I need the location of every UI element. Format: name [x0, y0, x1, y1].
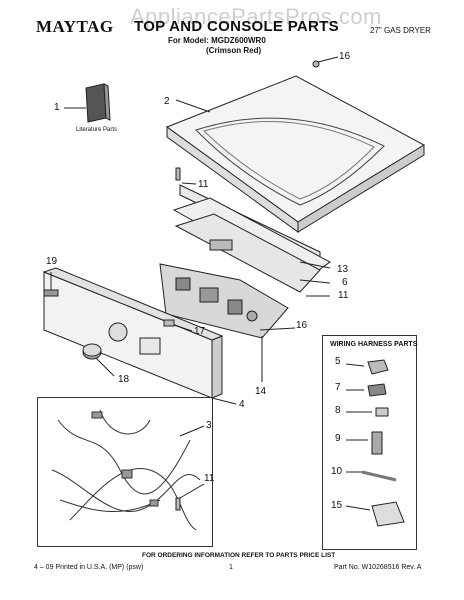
harness-frame — [37, 397, 213, 547]
callout-8: 8 — [335, 405, 341, 416]
callout-2: 2 — [164, 96, 170, 107]
callout-7: 7 — [335, 382, 341, 393]
ordering-note: FOR ORDERING INFORMATION REFER TO PARTS … — [142, 552, 336, 559]
callout-4: 4 — [239, 399, 245, 410]
wire-harness-shape — [51, 409, 201, 531]
brand-logo: MAYTAG — [36, 17, 114, 36]
callout-17: 17 — [194, 326, 206, 337]
callout-19: 19 — [46, 256, 58, 267]
screw-icon — [175, 167, 181, 181]
callout-9: 9 — [335, 433, 341, 444]
top-panel-shape — [165, 75, 426, 233]
callout-11-middle: 11 — [338, 290, 349, 301]
page-number: 1 — [229, 564, 233, 571]
part-number: Part No. W10268516 Rev. A — [334, 564, 422, 571]
watermark: AppliancePartsPros.com — [130, 4, 382, 29]
literature-parts-caption: Literature Parts — [76, 127, 118, 133]
product-type: 27" GAS DRYER — [370, 26, 431, 35]
button-icon — [163, 319, 175, 327]
console-frame-shape — [172, 184, 331, 293]
knob-icon — [82, 343, 102, 360]
screw-icon — [175, 497, 181, 511]
wiring-parts-icons — [361, 359, 405, 527]
callout-3: 3 — [206, 420, 212, 431]
callout-16-lower: 16 — [296, 320, 308, 331]
callout-15: 15 — [331, 500, 343, 511]
badge-icon — [43, 289, 59, 297]
wiring-harness-title: WIRING HARNESS PARTS — [330, 341, 418, 348]
print-info: 4 – 09 Printed in U.S.A. (MP) (psw) — [34, 564, 144, 571]
callout-14: 14 — [255, 386, 267, 397]
callout-16-top: 16 — [339, 51, 351, 62]
callout-10: 10 — [331, 466, 343, 477]
control-board-shape — [159, 263, 289, 339]
callout-18: 18 — [118, 374, 130, 385]
wiring-harness-box — [322, 335, 417, 550]
callout-1: 1 — [54, 102, 60, 113]
console-panel-shape — [42, 267, 224, 399]
callout-6: 6 — [342, 277, 348, 288]
model-number: For Model: MGDZ600WR0 — [168, 36, 266, 45]
model-variant: (Crimson Red) — [206, 46, 262, 55]
callout-11-lower: 11 — [204, 473, 215, 484]
callout-5: 5 — [335, 356, 341, 367]
literature-book-icon — [85, 83, 111, 123]
callout-11-upper: 11 — [198, 179, 209, 190]
page-title: TOP AND CONSOLE PARTS — [134, 18, 339, 35]
screw-icon — [312, 60, 320, 68]
callout-13: 13 — [337, 264, 349, 275]
